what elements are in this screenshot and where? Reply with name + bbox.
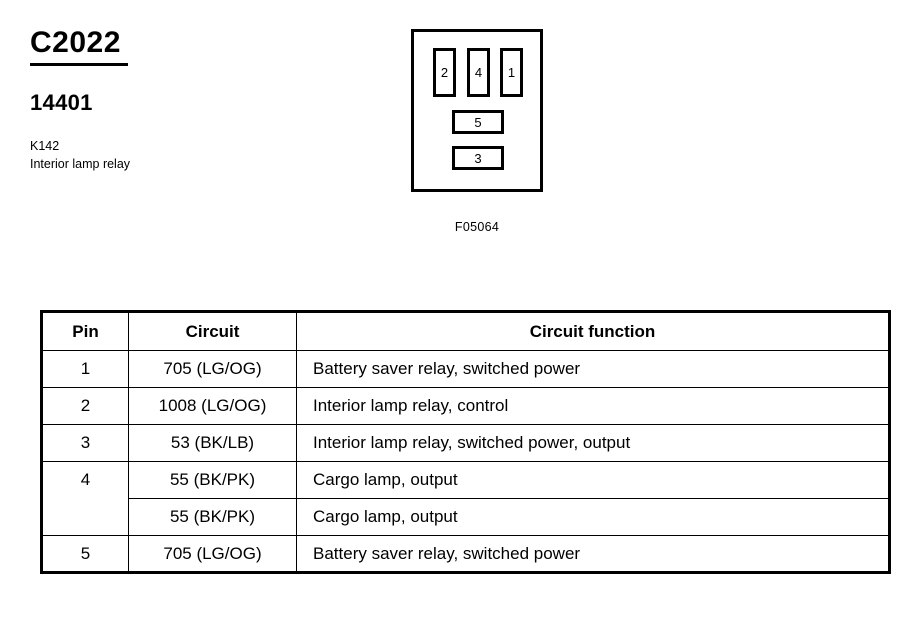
cell-circuit: 55 (BK/PK) [128,461,297,499]
pin-cavity-1-label: 1 [507,65,516,80]
pin-cavity-5: 5 [452,110,504,134]
cell-pin: 3 [41,424,129,462]
pin-table: Pin Circuit Circuit function 1 705 (LG/O… [40,310,891,574]
cell-pin: 1 [41,350,129,388]
pin-cavity-3-label: 3 [474,150,482,166]
pin-cavity-5-label: 5 [474,114,482,130]
cell-function: Interior lamp relay, switched power, out… [296,424,890,462]
connector-id-underline [30,63,128,66]
component-code: K142 [30,139,60,153]
cell-function: Battery saver relay, switched power [296,535,890,573]
component-name: Interior lamp relay [30,157,131,171]
column-header-circuit: Circuit [128,311,297,351]
table-row: 5 705 (LG/OG) Battery saver relay, switc… [41,535,890,573]
cell-circuit: 55 (BK/PK) [128,498,297,536]
cell-pin: 5 [41,535,129,573]
part-number: 14401 [30,90,93,115]
table-row: 55 (BK/PK) Cargo lamp, output [42,498,890,536]
pin-cavity-2-label: 2 [440,65,449,80]
table-row: 4 55 (BK/PK) Cargo lamp, output [41,461,890,536]
table-row: 3 53 (BK/LB) Interior lamp relay, switch… [41,424,890,462]
pin-cavity-3: 3 [452,146,504,170]
cell-function: Interior lamp relay, control [296,387,890,425]
connector-id: C2022 [30,26,121,59]
column-header-function: Circuit function [296,311,890,351]
header-block: C2022 14401 K142 Interior lamp relay [30,26,360,173]
cell-circuit: 705 (LG/OG) [128,535,297,573]
cell-circuit: 705 (LG/OG) [128,350,297,388]
cell-function: Cargo lamp, output [296,461,890,499]
cell-circuit: 1008 (LG/OG) [128,387,297,425]
figure-label: F05064 [454,220,500,234]
pin-cavity-1: 1 [500,48,523,97]
pin-cavity-2: 2 [433,48,456,97]
cell-circuit: 53 (BK/LB) [128,424,297,462]
table-header-row: Pin Circuit Circuit function [41,311,890,351]
cell-function: Cargo lamp, output [296,498,890,536]
pin-cavity-4-label: 4 [474,65,483,80]
table-row: 1 705 (LG/OG) Battery saver relay, switc… [41,350,890,388]
connector-diagram: 2 4 1 5 3 [411,29,543,192]
cell-pin: 2 [41,387,129,425]
cell-pin-merged: 4 [41,461,129,536]
column-header-pin: Pin [41,311,129,351]
table-row: 2 1008 (LG/OG) Interior lamp relay, cont… [41,387,890,425]
cell-function: Battery saver relay, switched power [296,350,890,388]
pin-cavity-4: 4 [467,48,490,97]
